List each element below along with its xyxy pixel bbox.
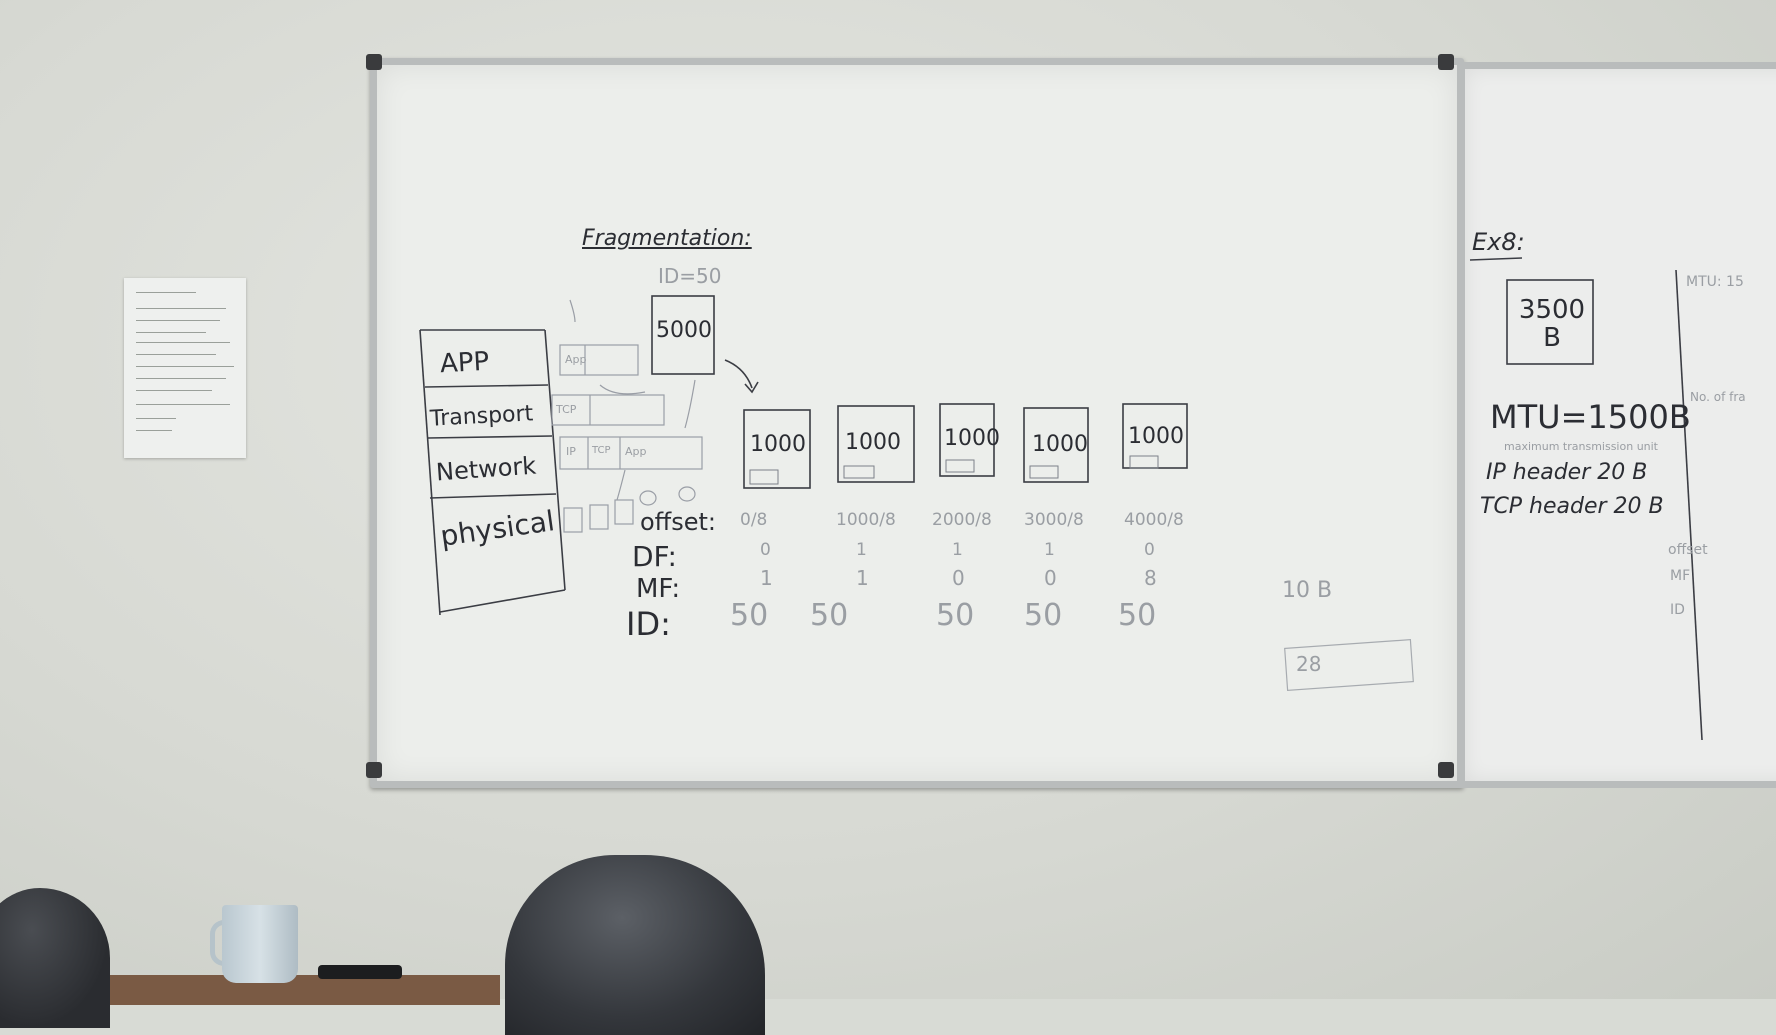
notice-line: [136, 390, 212, 391]
notice-line: [136, 332, 206, 333]
fragment-label: 1000: [944, 426, 1000, 451]
notice-line: [136, 430, 172, 431]
encap-tcp: TCP: [556, 403, 577, 416]
notice-line: [136, 404, 230, 405]
whiteboard-side: [1458, 62, 1776, 788]
board-corner: [366, 54, 382, 70]
mtu-note: maximum transmission unit: [1504, 440, 1658, 453]
notice-line: [136, 366, 234, 367]
mf-value: 0: [952, 566, 965, 590]
tcp-header-note: TCP header 20 B: [1480, 494, 1664, 519]
faint-box: [1284, 639, 1414, 691]
id-value: 50: [936, 598, 975, 633]
mf-value: 8: [1144, 566, 1157, 590]
datagram-box: [651, 295, 759, 394]
fragment-label: 1000: [845, 430, 901, 455]
side-datagram-box: [1506, 279, 1594, 365]
notice-line: [136, 320, 220, 321]
offset-value: 0/8: [740, 510, 768, 530]
layer-table: [419, 329, 566, 616]
board-drawings: [419, 257, 1703, 741]
offset-value: 3000/8: [1024, 510, 1084, 530]
mf-value: 1: [856, 566, 869, 590]
notice-line: [136, 378, 226, 379]
row-label-mf: MF:: [636, 574, 681, 604]
id-value: 50: [810, 598, 849, 633]
notice-line: [136, 354, 216, 355]
boxed-note: 28: [1296, 652, 1322, 676]
ex-title: Ex8:: [1472, 228, 1525, 256]
fragmentation-title: Fragmentation:: [582, 226, 752, 251]
row-label-id: ID:: [626, 605, 671, 643]
offset-value: 4000/8: [1124, 510, 1184, 530]
ex-underline: [1469, 257, 1523, 261]
offset-value: 1000/8: [836, 510, 896, 530]
mtu-label: MTU=1500B: [1490, 398, 1691, 436]
fragment-label: 1000: [1128, 424, 1184, 449]
encap-app-small: App: [625, 445, 647, 458]
df-value: 1: [952, 540, 963, 560]
encap-ip: IP: [566, 445, 576, 458]
encap-boxes: [551, 299, 703, 533]
id-label: ID=50: [658, 264, 722, 288]
id-value: 50: [1118, 598, 1157, 633]
id-value: 50: [730, 598, 769, 633]
phone: [318, 965, 402, 979]
side-datagram: 3500 B: [1518, 295, 1586, 353]
encap-app: App: [565, 353, 587, 366]
notice-line: [136, 342, 230, 343]
df-value: 1: [856, 540, 867, 560]
mf-value: 0: [1044, 566, 1057, 590]
fragment-headers: [749, 455, 1159, 485]
datagram-5000: 5000: [656, 318, 712, 343]
fragment-label: 1000: [750, 432, 806, 457]
row-label-df: DF:: [632, 540, 677, 573]
side-note-10b: 10 B: [1282, 578, 1333, 603]
right-label-offset: offset: [1668, 542, 1708, 558]
row-label-offset: offset:: [640, 508, 716, 536]
coffee-mug: [222, 905, 298, 983]
board-corner: [1438, 762, 1454, 778]
offset-value: 2000/8: [932, 510, 992, 530]
ip-header-note: IP header 20 B: [1486, 460, 1648, 485]
fragment-label: 1000: [1032, 432, 1088, 457]
df-value: 0: [1144, 540, 1155, 560]
desk: [100, 975, 500, 1005]
right-mtu: MTU: 15: [1686, 274, 1744, 290]
right-label-id: ID: [1670, 602, 1685, 618]
paper-notice: [124, 278, 246, 458]
board-corner: [1438, 54, 1454, 70]
layer-app: APP: [439, 346, 490, 380]
df-value: 1: [1044, 540, 1055, 560]
side-divider: [1675, 269, 1703, 741]
mf-value: 1: [760, 566, 773, 590]
right-label-mf: MF: [1670, 568, 1691, 584]
id-value: 50: [1024, 598, 1063, 633]
right-note: No. of fra: [1690, 390, 1746, 404]
encap-tcp-small: TCP: [592, 445, 611, 456]
notice-line: [136, 418, 176, 419]
notice-line: [136, 308, 226, 309]
notice-line: [136, 292, 196, 293]
df-value: 0: [760, 540, 771, 560]
board-corner: [366, 762, 382, 778]
